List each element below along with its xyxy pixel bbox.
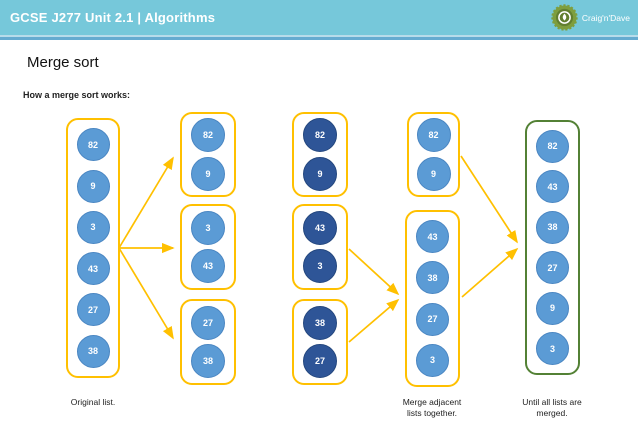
- value-circle: 3: [191, 210, 225, 245]
- value-circle: 9: [303, 156, 337, 191]
- value-circle: 82: [416, 118, 451, 153]
- value-circle: 38: [303, 305, 337, 340]
- original-list-box: 82 9 3 43 27 38: [66, 118, 120, 378]
- value-circle: 82: [536, 129, 569, 163]
- header-bar: GCSE J277 Unit 2.1 | Algorithms Craig'n'…: [0, 0, 638, 35]
- value-circle: 82: [76, 128, 110, 162]
- value-circle: 38: [536, 210, 569, 244]
- value-circle: 38: [416, 261, 449, 295]
- caption-until-merged: Until all lists are merged.: [522, 397, 582, 419]
- value-circle: 3: [536, 332, 569, 366]
- value-circle: 43: [303, 210, 337, 245]
- header-divider-light: [0, 35, 638, 37]
- value-circle: 43: [191, 249, 225, 284]
- value-circle: 27: [416, 302, 449, 336]
- value-circle: 3: [303, 249, 337, 284]
- value-circle: 3: [416, 343, 449, 377]
- value-circle: 38: [191, 344, 225, 379]
- brand: Craig'n'Dave: [551, 4, 630, 31]
- caption-original-list: Original list.: [70, 397, 116, 407]
- craigndave-logo-icon: [551, 4, 578, 31]
- final-merged-box: 82 43 38 27 9 3: [525, 120, 580, 375]
- value-circle: 9: [536, 291, 569, 325]
- value-circle: 43: [536, 170, 569, 204]
- value-circle: 82: [191, 118, 225, 153]
- page-title: Merge sort: [27, 54, 99, 71]
- value-circle: 43: [76, 252, 110, 286]
- merge-adjacent-box: 43 38 27 3: [405, 210, 460, 387]
- value-circle: 82: [303, 118, 337, 153]
- value-circle: 43: [416, 220, 449, 254]
- value-circle: 3: [76, 210, 110, 244]
- value-circle: 9: [191, 156, 225, 191]
- value-circle: 27: [303, 344, 337, 379]
- value-circle: 27: [76, 293, 110, 327]
- brand-name: Craig'n'Dave: [581, 12, 630, 23]
- header-divider-dark: [0, 37, 638, 40]
- subtitle: How a merge sort works:: [23, 90, 131, 100]
- value-circle: 38: [76, 334, 110, 368]
- caption-merge-adjacent: Merge adjacent lists together.: [402, 397, 462, 419]
- value-circle: 27: [536, 251, 569, 285]
- value-circle: 9: [76, 169, 110, 203]
- value-circle: 27: [191, 305, 225, 340]
- value-circle: 9: [416, 156, 451, 191]
- header-title: GCSE J277 Unit 2.1 | Algorithms: [10, 10, 216, 25]
